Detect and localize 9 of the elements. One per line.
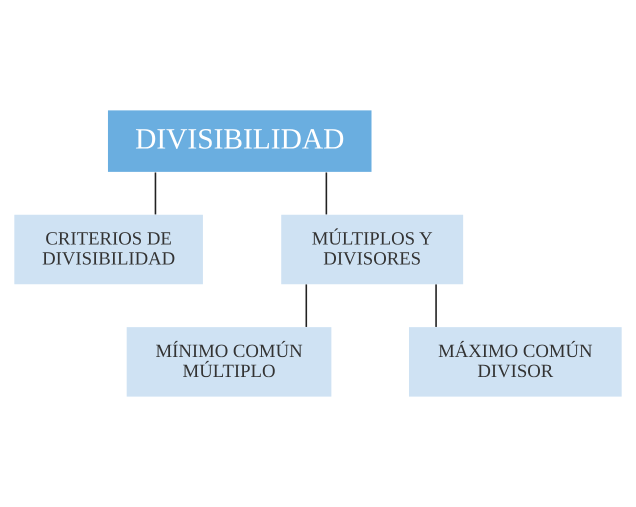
node-box: MÁXIMO COMÚN DIVISOR bbox=[408, 327, 622, 397]
connector bbox=[326, 172, 328, 214]
node-box: DIVISIBILIDAD bbox=[108, 110, 372, 172]
node-box: MÚLTIPLOS Y DIVISORES bbox=[281, 214, 464, 284]
node-box: MÍNIMO COMÚN MÚLTIPLO bbox=[126, 327, 332, 397]
connector bbox=[435, 284, 437, 327]
connector bbox=[306, 284, 308, 327]
connector bbox=[154, 172, 156, 214]
node-box: CRITERIOS DE DIVISIBILIDAD bbox=[14, 214, 203, 284]
